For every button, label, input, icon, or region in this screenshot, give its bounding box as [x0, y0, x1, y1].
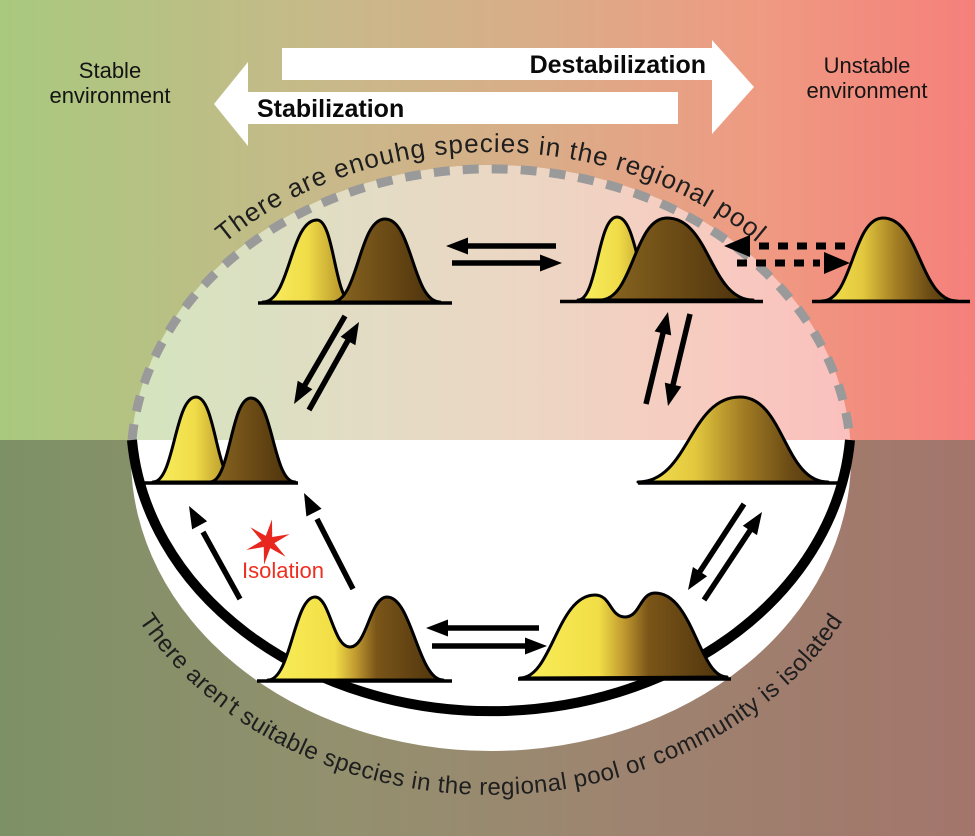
distribution-outside-pool	[812, 216, 970, 304]
bimodal-curve	[518, 591, 729, 680]
distribution-mid-right-hump	[636, 395, 838, 485]
isolation-label: Isolation	[242, 558, 324, 583]
brown-bell	[208, 396, 297, 484]
brown-bell	[330, 217, 442, 304]
distribution-mid-left-pair	[140, 395, 298, 485]
isolation-star-icon	[246, 519, 290, 565]
stabilization-label: Stabilization	[257, 95, 404, 123]
arrow-isolation-right	[304, 493, 356, 591]
brown-bell	[598, 216, 755, 302]
mixed-bell	[636, 395, 830, 484]
unstable-environment-label-line2: environment	[806, 78, 927, 103]
distribution-bottom-right-bimodal	[518, 591, 731, 681]
yellow-bell	[261, 218, 354, 304]
stable-environment-label-line2: environment	[49, 83, 170, 108]
distribution-bottom-left-bimodal	[257, 595, 452, 683]
dashed-arc	[127, 164, 855, 441]
arrow-dashed-regional-pool	[724, 235, 850, 274]
stable-environment-label: Stable	[79, 58, 141, 83]
arrow-topleft-midleft	[294, 314, 359, 412]
stabilization-arrow	[214, 62, 678, 146]
arrow-isolation-left	[189, 506, 243, 601]
solid-arc	[127, 439, 855, 717]
unstable-environment-label: Unstable	[824, 53, 911, 78]
transition-arrows	[189, 235, 850, 655]
arrow-bottomleft-bottomright	[426, 619, 547, 655]
destabilization-arrow	[282, 40, 754, 134]
mixed-bell	[820, 216, 959, 303]
arrow-topleft-topright	[446, 237, 562, 272]
distribution-top-right-pair	[560, 215, 763, 304]
arrow-midright-bottomright	[688, 502, 762, 602]
bimodal-curve	[266, 595, 445, 682]
distribution-top-left-pair	[258, 217, 452, 305]
arrow-topright-midright	[643, 312, 693, 406]
destabilization-label: Destabilization	[530, 51, 706, 79]
